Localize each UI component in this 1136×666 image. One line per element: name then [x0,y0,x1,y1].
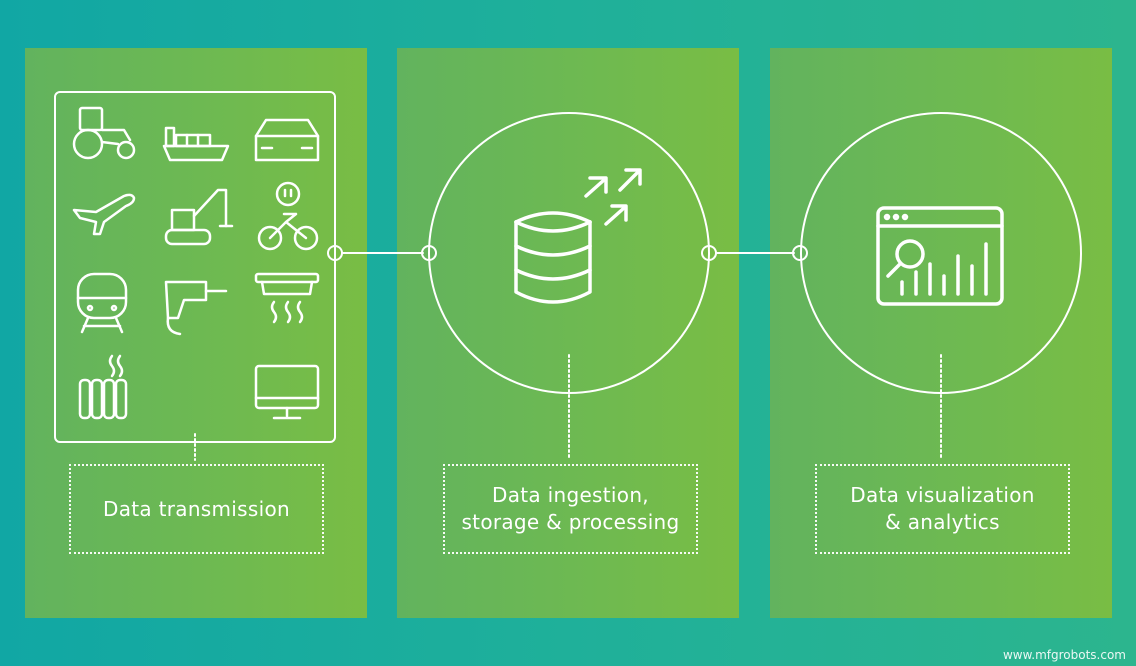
expand-arrows-icon [584,168,642,226]
connector-node [327,245,343,261]
smoke-detector-icon [254,272,320,324]
excavator-icon [164,188,234,246]
device-frame [54,91,336,443]
radiator-icon [78,354,128,420]
database-icon [514,211,592,304]
train-icon [76,272,128,334]
airplane-icon [72,193,136,236]
tractor-icon [72,106,136,160]
power-drill-icon [164,280,228,336]
cargo-ship-icon [162,126,230,162]
watermark: www.mfgrobots.com [1002,648,1126,662]
monitor-icon [254,364,320,420]
stage-label-visualization: Data visualization & analytics [815,464,1070,554]
bicycle-rider-icon [257,181,319,251]
stage-label-ingestion: Data ingestion, storage & processing [443,464,698,554]
visualization-circle [800,112,1082,394]
stage-label-transmission: Data transmission [69,464,324,554]
dashboard-analytics-icon [876,206,1004,306]
car-icon [254,118,320,162]
connector-node [792,245,808,261]
